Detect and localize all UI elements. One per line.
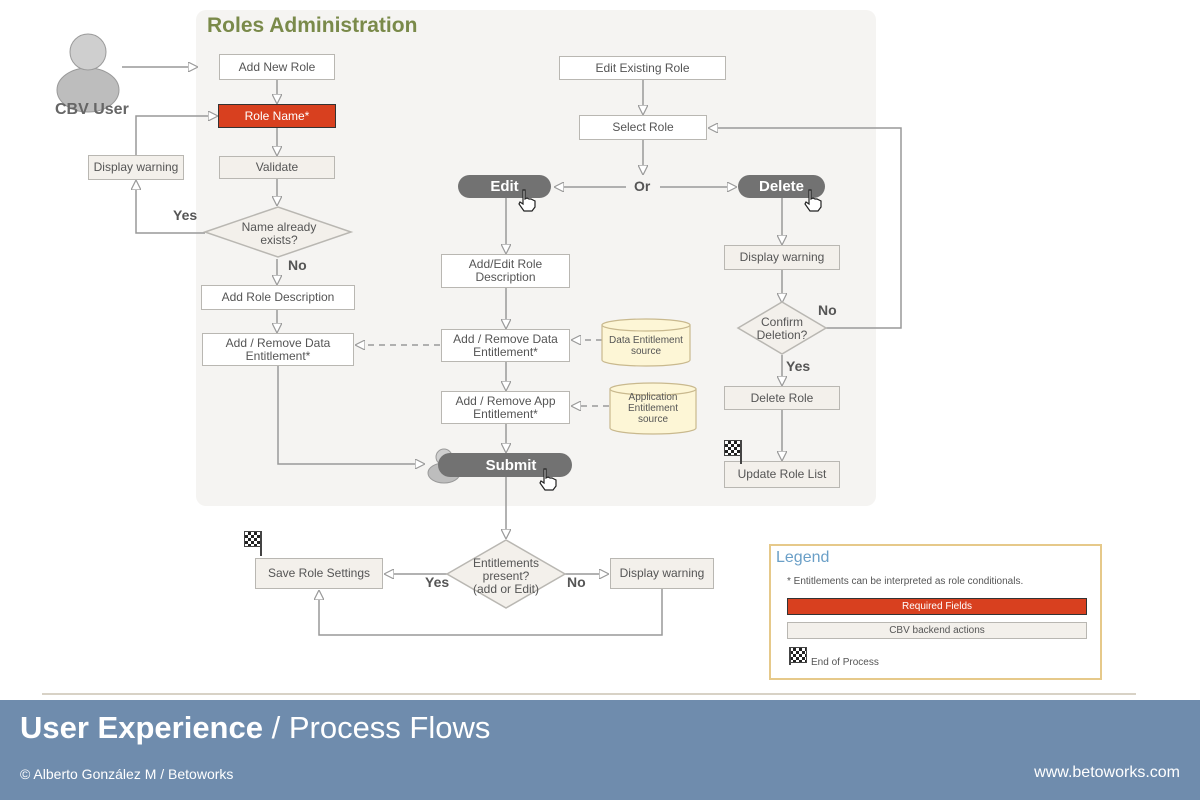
yes-label-confirm: Yes — [786, 358, 811, 374]
display-warning-left-node: Display warning — [88, 155, 184, 180]
hand-cursor-icon — [518, 189, 536, 212]
end-flag-pole — [260, 531, 262, 556]
legend-required-swatch: Required Fields — [787, 598, 1087, 615]
add-role-description-node: Add Role Description — [201, 285, 355, 310]
edit-existing-role-node: Edit Existing Role — [559, 56, 726, 80]
diagram-title: Roles Administration — [207, 14, 418, 37]
delete-role-node: Delete Role — [724, 386, 840, 410]
display-warning-right-node: Display warning — [724, 245, 840, 270]
add-edit-description-node: Add/Edit Role Description — [441, 254, 570, 288]
footer-title-rest: / Process Flows — [262, 710, 491, 745]
footer-url-link[interactable]: www.betoworks.com — [1034, 764, 1180, 781]
add-remove-app-node: Add / Remove App Entitlement* — [441, 391, 570, 424]
no-label-entitlements: No — [567, 574, 586, 590]
legend-backend-swatch: CBV backend actions — [787, 622, 1087, 639]
display-warning-bottom-node: Display warning — [610, 558, 714, 589]
end-flag-icon — [724, 440, 742, 456]
edit-button[interactable]: Edit — [458, 175, 551, 198]
end-flag-icon — [789, 647, 807, 663]
user-icon-large — [56, 33, 120, 113]
update-role-list-node: Update Role List — [724, 461, 840, 488]
legend-title: Legend — [776, 549, 830, 566]
divider — [42, 693, 1136, 695]
hand-cursor-icon — [804, 189, 822, 212]
select-role-node: Select Role — [579, 115, 707, 140]
legend-end-of-process: End of Process — [811, 657, 879, 668]
legend: Legend * Entitlements can be interpreted… — [769, 544, 1102, 680]
hand-cursor-icon — [539, 468, 557, 491]
name-exists-diamond — [202, 206, 354, 258]
no-label-name-exists: No — [288, 257, 307, 273]
add-new-role-node: Add New Role — [219, 54, 335, 80]
footer: User Experience / Process Flows © Albert… — [0, 700, 1200, 800]
footer-title-bold: User Experience — [20, 710, 263, 745]
end-flag-pole — [740, 440, 742, 464]
delete-button[interactable]: Delete — [738, 175, 825, 198]
footer-copyright: © Alberto González M / Betoworks — [20, 766, 234, 782]
add-remove-data-left-node: Add / Remove Data Entitlement* — [202, 333, 354, 366]
validate-node: Validate — [219, 156, 335, 179]
or-label: Or — [634, 178, 651, 194]
data-entitlement-source: Data Entitlement source — [609, 335, 683, 357]
cbv-user-label: CBV User — [55, 101, 129, 118]
entitlements-present-diamond — [445, 539, 567, 609]
end-flag-icon — [244, 531, 262, 547]
footer-title: User Experience / Process Flows — [20, 710, 490, 746]
save-role-settings-node: Save Role Settings — [255, 558, 383, 589]
end-flag-pole — [789, 647, 791, 665]
confirm-deletion-diamond — [736, 301, 828, 355]
role-name-required-node: Role Name* — [218, 104, 336, 128]
no-label-confirm: No — [818, 302, 837, 318]
flow-connectors — [56, 33, 902, 636]
add-remove-data-mid-node: Add / Remove Data Entitlement* — [441, 329, 570, 362]
submit-button[interactable]: Submit — [438, 453, 572, 477]
entitlements-present-text: Entitlements present? (add or Edit) — [472, 556, 540, 596]
yes-label-entitlements: Yes — [425, 574, 450, 590]
yes-label-name-exists: Yes — [173, 207, 198, 223]
name-exists-text: Name already exists? — [241, 220, 317, 247]
legend-note: * Entitlements can be interpreted as rol… — [787, 576, 1024, 587]
confirm-deletion-text: Confirm Deletion? — [756, 315, 808, 342]
application-entitlement-source: Application Entitlement source — [627, 392, 679, 425]
